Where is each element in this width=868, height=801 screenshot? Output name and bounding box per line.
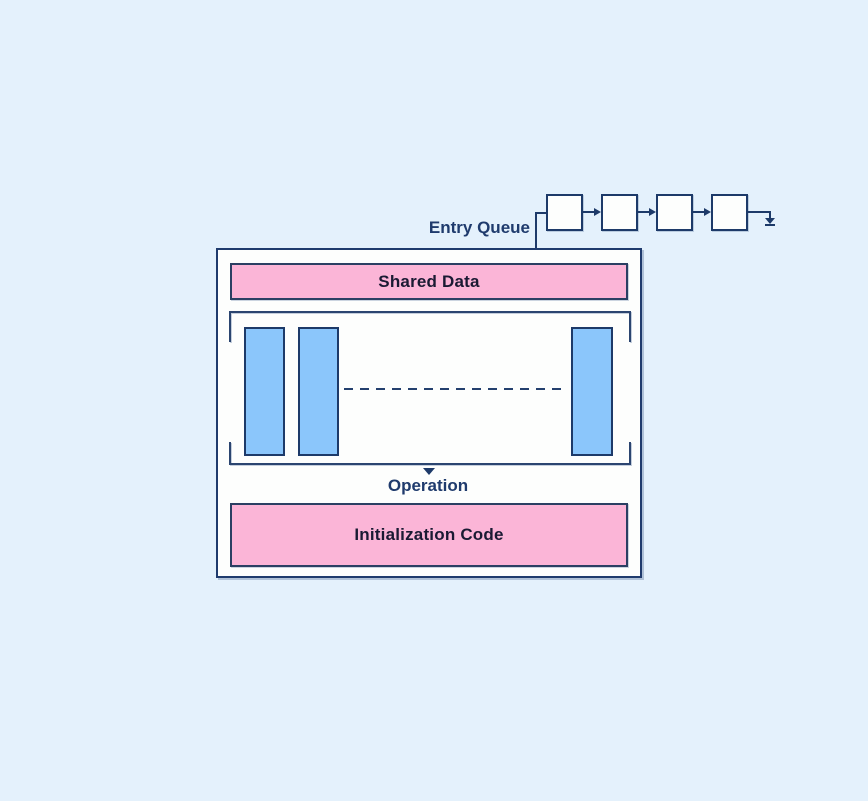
queue-arrow-line bbox=[582, 211, 595, 213]
initialization-code-bar: Initialization Code bbox=[230, 503, 628, 567]
bracket-top bbox=[229, 311, 631, 342]
shared-data-bar: Shared Data bbox=[230, 263, 628, 300]
queue-arrow-head-icon bbox=[704, 208, 711, 216]
operation-label: Operation bbox=[387, 476, 469, 495]
entry-queue-label: Entry Queue bbox=[428, 218, 530, 237]
queue-connector-horizontal bbox=[536, 212, 546, 214]
queue-arrow-line bbox=[692, 211, 705, 213]
queue-node bbox=[546, 194, 583, 231]
queue-terminator-stem bbox=[769, 212, 771, 219]
queue-node bbox=[711, 194, 748, 231]
operation-bar-1 bbox=[244, 327, 285, 456]
shared-data-label: Shared Data bbox=[378, 271, 480, 291]
operations-ellipsis-dashed-line bbox=[344, 388, 562, 390]
operations-bracket bbox=[229, 311, 631, 465]
queue-node bbox=[601, 194, 638, 231]
queue-arrow-head-icon bbox=[649, 208, 656, 216]
operation-bar-2 bbox=[298, 327, 339, 456]
operation-bar-3 bbox=[571, 327, 613, 456]
queue-terminator-arrow-icon bbox=[765, 218, 775, 224]
initialization-code-label: Initialization Code bbox=[354, 525, 504, 544]
operation-pointer-arrow-icon bbox=[423, 468, 435, 475]
queue-terminator-line bbox=[747, 211, 771, 213]
bracket-bottom bbox=[229, 442, 631, 465]
queue-connector-vertical bbox=[535, 212, 537, 264]
queue-terminator-ground-bar bbox=[765, 224, 775, 226]
queue-arrow-line bbox=[637, 211, 650, 213]
queue-node bbox=[656, 194, 693, 231]
queue-arrow-head-icon bbox=[594, 208, 601, 216]
